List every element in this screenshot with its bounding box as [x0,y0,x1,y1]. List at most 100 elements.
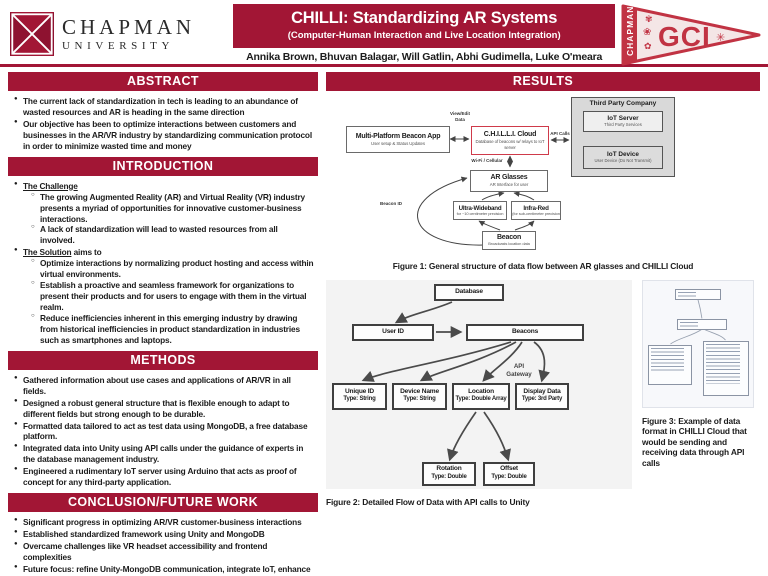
methods-bullet: Integrated data into Unity using API cal… [14,443,314,465]
node-device-name: Device Name Type: String [392,382,447,410]
node-third-party-company: Third Party Company IoT Server Third Par… [571,97,675,177]
right-column: RESULTS [326,72,760,576]
label-view-edit-data: View/Edit Data [450,111,470,122]
unique-id-type: Type: String [343,396,376,403]
solution-rest: aims to [71,247,102,258]
challenge-sub: The growing Augmented Reality (AR) and V… [31,192,314,225]
label-api-gateway: API Gateway [506,362,532,378]
node-offset: Offset Type: Double [483,461,535,486]
poster-title: CHILLI: Standardizing AR Systems [291,9,558,27]
figure3-caption: Figure 3: Example of data format in CHIL… [642,415,747,468]
methods-bullet: Engineered a rudimentary IoT server usin… [14,466,314,488]
conclusion-bullet: Established standardized framework using… [14,529,314,540]
solution-sublist: Optimize interactions by normalizing pro… [23,258,314,346]
pennant-motif-1: ✾ [645,14,653,24]
conclusion-header: CONCLUSION/FUTURE WORK [8,493,318,513]
title-box: CHILLI: Standardizing AR Systems (Comput… [233,4,616,48]
uwb-title: Ultra-Wideband [458,204,502,212]
section-introduction: INTRODUCTION The Challenge The growing A… [8,156,318,346]
beacons-title: Beacons [511,327,539,335]
node-ar-glasses: AR Glasses AR Interface for user [470,170,548,192]
logo-line2: UNIVERSITY [62,39,174,52]
display-data-type: Type: 3rd Party [521,396,563,403]
methods-list: Gathered information about use cases and… [8,373,318,488]
introduction-header: INTRODUCTION [8,156,318,176]
display-data-title: Display Data [523,387,561,395]
authors-line: Annika Brown, Bhuvan Balagar, Will Gatli… [246,51,603,63]
node-iot-device: IoT Device User Device (Do Not Transmit) [583,146,663,169]
figure3-block: Figure 3: Example of data format in CHIL… [642,279,760,469]
solution-lead: The Solution [23,247,72,258]
node-iot-server: IoT Server Third Party Services [583,111,663,132]
figure1-caption: Figure 1: General structure of data flow… [392,261,694,271]
fig3-right-record-box [703,340,749,396]
ar-glasses-sub: AR Interface for user [489,182,529,188]
intro-solution-item: The Solution aims to Optimize interactio… [14,247,314,345]
pennant-block: CHAPMAN ✾ ❀ ✿ GCI ✳ [615,4,762,66]
unique-id-title: Unique ID [345,387,374,395]
node-beacon-app: Multi-Platform Beacon App User setup & S… [346,126,450,153]
rotation-type: Type: Double [431,473,467,480]
label-api-calls: API Calls [550,131,570,136]
node-display-data: Display Data Type: 3rd Party [515,382,569,410]
methods-header: METHODS [8,350,318,370]
methods-bullet: Designed a robust general structure that… [14,398,314,420]
pennant-side-text: CHAPMAN [625,6,635,56]
infra-red-sub: (for sub-centimeter precision [512,210,560,216]
chilli-cloud-sub: Database of beacons w/ relays to IoT ser… [475,139,545,150]
pennant-motif-4: ✳ [716,32,725,44]
fig3-left-record-box [648,344,692,385]
conclusion-list: Significant progress in optimizing AR/VR… [8,515,318,576]
node-location: Location Type: Double Array [452,382,510,410]
node-user-id: User ID [352,323,434,341]
pennant-motif-2: ❀ [643,27,651,38]
conclusion-bullet: Overcame challenges like VR headset acce… [14,541,314,563]
solution-sub: Reduce inefficiencies inherent in this e… [31,313,314,346]
figures-row: Database User ID Beacons API Gateway Uni… [326,279,760,508]
fig3-mid-box [677,318,727,330]
beacon-app-title: Multi-Platform Beacon App [355,132,441,140]
offset-type: Type: Double [491,473,527,480]
beacon-app-sub: User setup & Status Updates [371,140,425,146]
abstract-header: ABSTRACT [8,72,318,91]
chapman-logo: CHAPMAN UNIVERSITY [10,12,233,56]
figure2-caption: Figure 2: Detailed Flow of Data with API… [326,496,530,507]
device-name-type: Type: String [403,396,436,403]
node-infra-red: Infra-Red (for sub-centimeter precision [511,201,561,220]
solution-sub: Optimize interactions by normalizing pro… [31,258,314,280]
label-beacon-id: Beacon ID [379,201,402,206]
iot-server-sub: Third Party Services [604,121,642,127]
beacon-title: Beacon [496,234,522,242]
ar-glasses-title: AR Glasses [490,174,528,182]
poster-header: CHAPMAN UNIVERSITY CHILLI: Standardizing… [0,0,768,67]
results-header: RESULTS [326,72,760,91]
section-abstract: ABSTRACT The current lack of standardiza… [8,72,318,152]
pennant-main-text: GCI [658,21,711,52]
node-database: Database [434,283,504,301]
logo-line1: CHAPMAN [62,14,196,39]
database-title: Database [455,287,483,295]
node-rotation: Rotation Type: Double [422,461,476,486]
left-column: ABSTRACT The current lack of standardiza… [8,72,318,576]
beacon-sub: Broadcasts location data [488,241,530,247]
figure1-diagram: Multi-Platform Beacon App User setup & S… [326,95,694,255]
title-block: CHILLI: Standardizing AR Systems (Comput… [233,4,616,63]
pennant-motif-3: ✿ [644,41,652,51]
node-chilli-cloud: C.H.I.L.L.I. Cloud Database of beacons w… [471,126,549,155]
chilli-cloud-title: C.H.I.L.L.I. Cloud [483,131,537,139]
conclusion-bullet: Significant progress in optimizing AR/VR… [14,517,314,528]
device-name-title: Device Name [400,387,439,395]
user-id-title: User ID [382,327,404,335]
iot-device-sub: User Device (Do Not Transmit) [594,157,652,163]
label-wifi-cellular: Wi-Fi / Cellular [471,158,503,163]
poster-body: ABSTRACT The current lack of standardiza… [0,67,768,576]
gci-pennant-icon: CHAPMAN ✾ ❀ ✿ GCI ✳ [621,4,761,66]
third-party-title: Third Party Company [589,100,657,107]
iot-server-title: IoT Server [607,115,639,123]
location-title: Location [468,387,494,395]
solution-sub: Establish a proactive and seamless frame… [31,280,314,313]
abstract-list: The current lack of standardization in t… [8,94,318,152]
intro-challenge-item: The Challenge The growing Augmented Real… [14,181,314,247]
location-type: Type: Double Array [455,396,507,403]
methods-bullet: Formatted data tailored to act as test d… [14,421,314,443]
